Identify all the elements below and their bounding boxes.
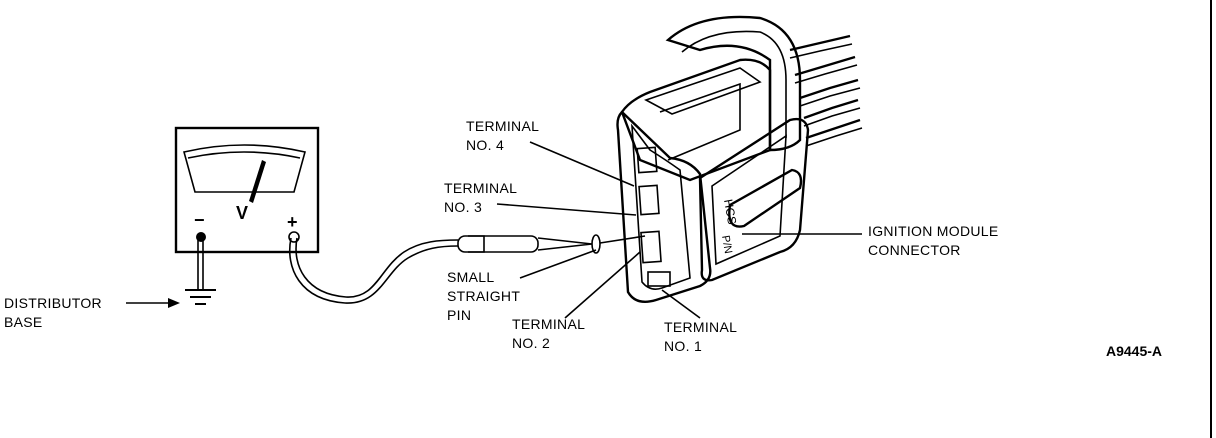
connector-wire-5b [805,127,863,147]
terminal-4-label: TERMINAL NO. 4 [466,118,543,153]
meter-unit-symbol: V [236,203,248,223]
connector-rear-housing [665,15,802,152]
meter-plus-sign: + [287,212,298,232]
terminal-slot-1 [647,271,671,287]
terminal-2-label: TERMINAL NO. 2 [512,316,589,351]
terminal-slot-4 [636,146,658,174]
voltmeter: − V + [174,126,320,254]
connector-front-face [616,110,712,303]
ignition-module-connector-label: IGNITION MODULE CONNECTOR [868,223,1003,258]
connector-wire-1 [789,34,851,52]
meter-minus-sign: − [194,210,205,230]
terminal-3-label: TERMINAL NO. 3 [444,180,521,215]
connector-body-top [620,58,772,182]
connector-wire-1b [789,43,853,59]
connector-latch-tab [728,168,803,228]
small-straight-pin-label: SMALL STRAIGHT PIN [447,269,524,323]
voltmeter-dial-face [183,144,306,193]
terminal-slot-3 [638,184,660,216]
connector-top-slot [659,82,741,161]
connector-wire-2b [794,64,858,84]
connector-latch [698,117,810,282]
probe-grip [468,235,485,253]
pin-shaft [599,235,646,244]
pin-leader [519,249,597,279]
test-lead [289,234,646,304]
negative-terminal [196,232,206,242]
connector-face-inner [631,123,691,290]
connector-wire-3 [799,78,859,100]
distributor-base-label: DISTRIBUTOR BASE [4,295,106,330]
connector-marking: HCS [721,198,739,225]
connector-rear-housing-inner [681,30,787,138]
connector-wire-3b [799,87,861,107]
connector-wire-5 [805,118,861,140]
connector-wire-4b [803,107,861,127]
terminal-1-label: TERMINAL NO. 1 [664,319,741,354]
probe-handle [457,235,539,253]
test-lead-wire [289,237,459,304]
connector-top-ridge [644,67,762,115]
connector-marking-2: P/N [719,234,734,254]
pin-head [591,234,601,254]
terminal-1-leader [661,289,701,319]
ground-connection [185,240,216,305]
terminal-2-leader [564,251,641,319]
terminal-slot-2 [640,230,662,264]
connector-wire-2 [794,55,856,77]
ignition-module-connector: HCS P/N [616,15,863,303]
voltmeter-scale-arc [187,151,301,159]
voltmeter-body [174,126,320,254]
test-lead-wire-2 [295,237,459,298]
distributor-base-arrowhead [168,298,180,308]
connector-wire-4 [803,98,859,120]
probe-tip [537,237,593,251]
figure-id: A9445-A [1106,343,1162,359]
terminal-4-leader [529,141,635,187]
voltmeter-needle [249,160,266,203]
terminal-3-leader [496,203,637,216]
connector-latch-inner [711,134,787,266]
